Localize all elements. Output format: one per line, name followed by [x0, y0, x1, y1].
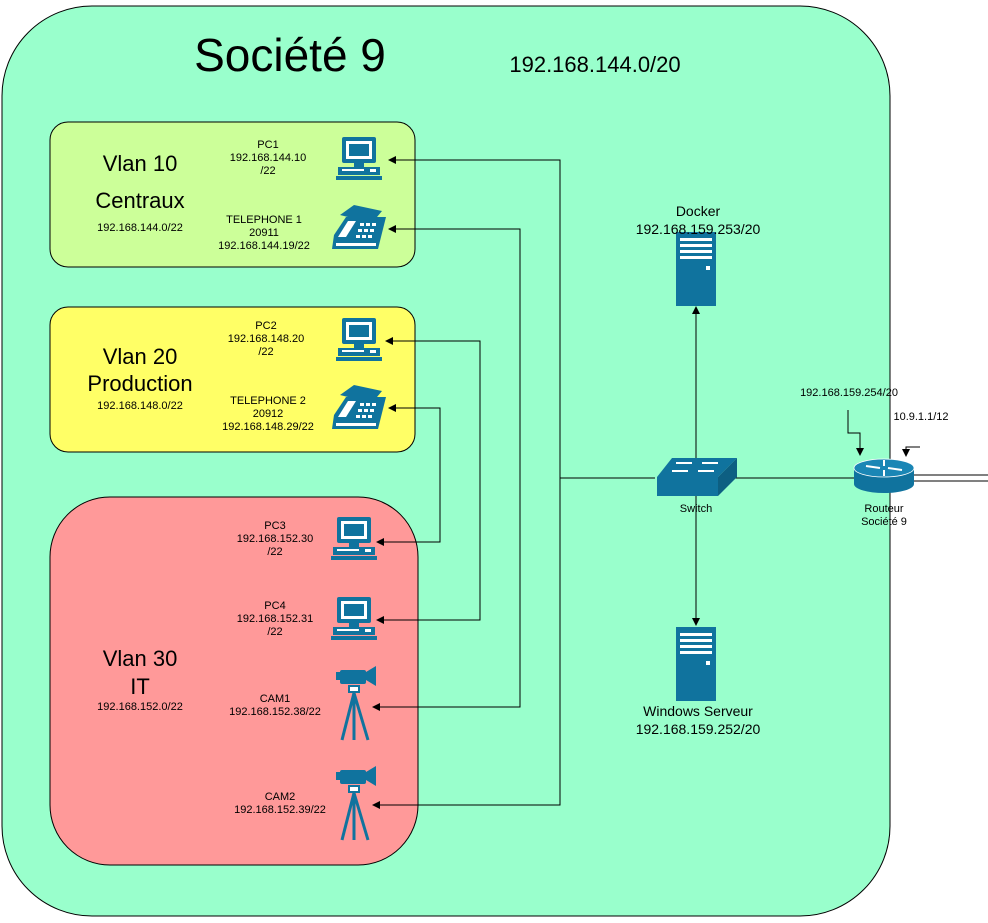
link-tel2: [388, 404, 441, 478]
vlan30-subnet: 192.168.152.0/22: [97, 701, 183, 713]
company-title: Société 9: [194, 29, 386, 81]
link-pc2: [385, 337, 481, 478]
vlan30-name: Vlan 30: [102, 646, 178, 671]
vlan10-area: [49, 121, 416, 268]
switch-label: Switch: [679, 503, 713, 515]
pc1-icon[interactable]: [336, 137, 382, 180]
vlan10-subnet: 192.168.144.0/22: [97, 222, 183, 234]
vlan20-dept: Production: [87, 371, 193, 396]
link-tel1: [388, 225, 521, 478]
link-cam2: [372, 478, 561, 809]
company-network: 192.168.144.0/20: [509, 52, 681, 77]
docker-server-icon[interactable]: [676, 232, 716, 306]
link-pc3: [376, 478, 441, 546]
link-router-wan-label: [902, 446, 920, 457]
link-pc1: [388, 156, 655, 479]
link-router-lan-label: [847, 410, 864, 456]
windows-server-icon[interactable]: [676, 627, 716, 701]
router-icon[interactable]: [853, 458, 915, 493]
vlan30-dept: IT: [130, 674, 150, 699]
connections: [372, 156, 988, 809]
vlan10-name: Vlan 10: [102, 151, 178, 176]
vlan30-area: [49, 496, 419, 866]
vlan10-dept: Centraux: [95, 188, 185, 213]
router-lan-ip: 192.168.159.254/20: [800, 387, 898, 399]
vlan20-name: Vlan 20: [102, 344, 178, 369]
vlan20-area: [49, 306, 416, 453]
switch-icon[interactable]: [657, 458, 737, 496]
pc2-icon[interactable]: [336, 318, 382, 361]
vlan20-subnet: 192.168.148.0/22: [97, 400, 183, 412]
link-cam1: [372, 478, 521, 711]
router-wan-ip: 10.9.1.1/12: [893, 411, 949, 423]
link-pc4: [376, 478, 481, 624]
